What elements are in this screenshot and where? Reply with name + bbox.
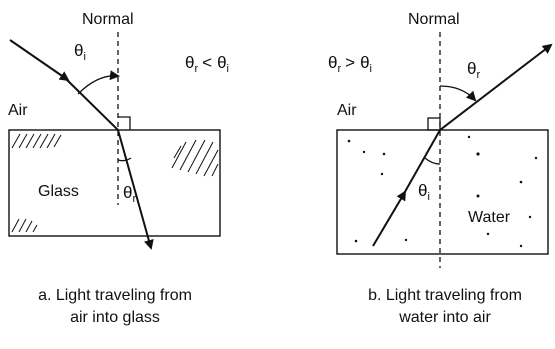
medium-label-water: Water — [468, 209, 511, 226]
relation-a: θr<θi — [185, 53, 229, 75]
panel-b: Normal θr>θi Air Water — [328, 11, 553, 326]
glass-block — [8, 129, 221, 237]
refracted-angle-arc-b — [439, 85, 477, 102]
medium-label-glass: Glass — [38, 183, 79, 200]
theta-r-label-b: θr — [467, 59, 480, 81]
theta-i-label-b: θi — [418, 181, 430, 203]
right-angle-marker-a — [118, 116, 131, 130]
water-block — [336, 129, 549, 255]
panel-a: Normal θr<θi Air Glass — [8, 11, 229, 326]
refracted-ray-a — [117, 129, 154, 250]
caption-a-line1: a. Light traveling from — [38, 287, 192, 304]
theta-r-label-a: θr — [123, 183, 136, 205]
incident-ray-a — [9, 39, 70, 82]
incident-ray-b — [372, 190, 407, 247]
medium-label-air-a: Air — [8, 102, 28, 119]
caption-a-line2: air into glass — [70, 309, 160, 326]
glass-hatching — [11, 133, 219, 233]
right-angle-marker-b — [427, 117, 441, 131]
normal-label-a: Normal — [82, 11, 134, 28]
relation-b: θr>θi — [328, 53, 372, 75]
incident-angle-arc-a — [77, 70, 120, 95]
incident-angle-arc-b — [424, 157, 441, 165]
caption-b-line1: b. Light traveling from — [368, 287, 522, 304]
caption-b-line2: water into air — [398, 309, 491, 326]
refracted-ray-b — [439, 43, 553, 131]
water-bubbles — [347, 135, 538, 248]
normal-label-b: Normal — [408, 11, 460, 28]
medium-label-air-b: Air — [337, 102, 357, 119]
refracted-angle-arc-a — [117, 157, 132, 162]
theta-i-label-a: θi — [74, 41, 86, 63]
